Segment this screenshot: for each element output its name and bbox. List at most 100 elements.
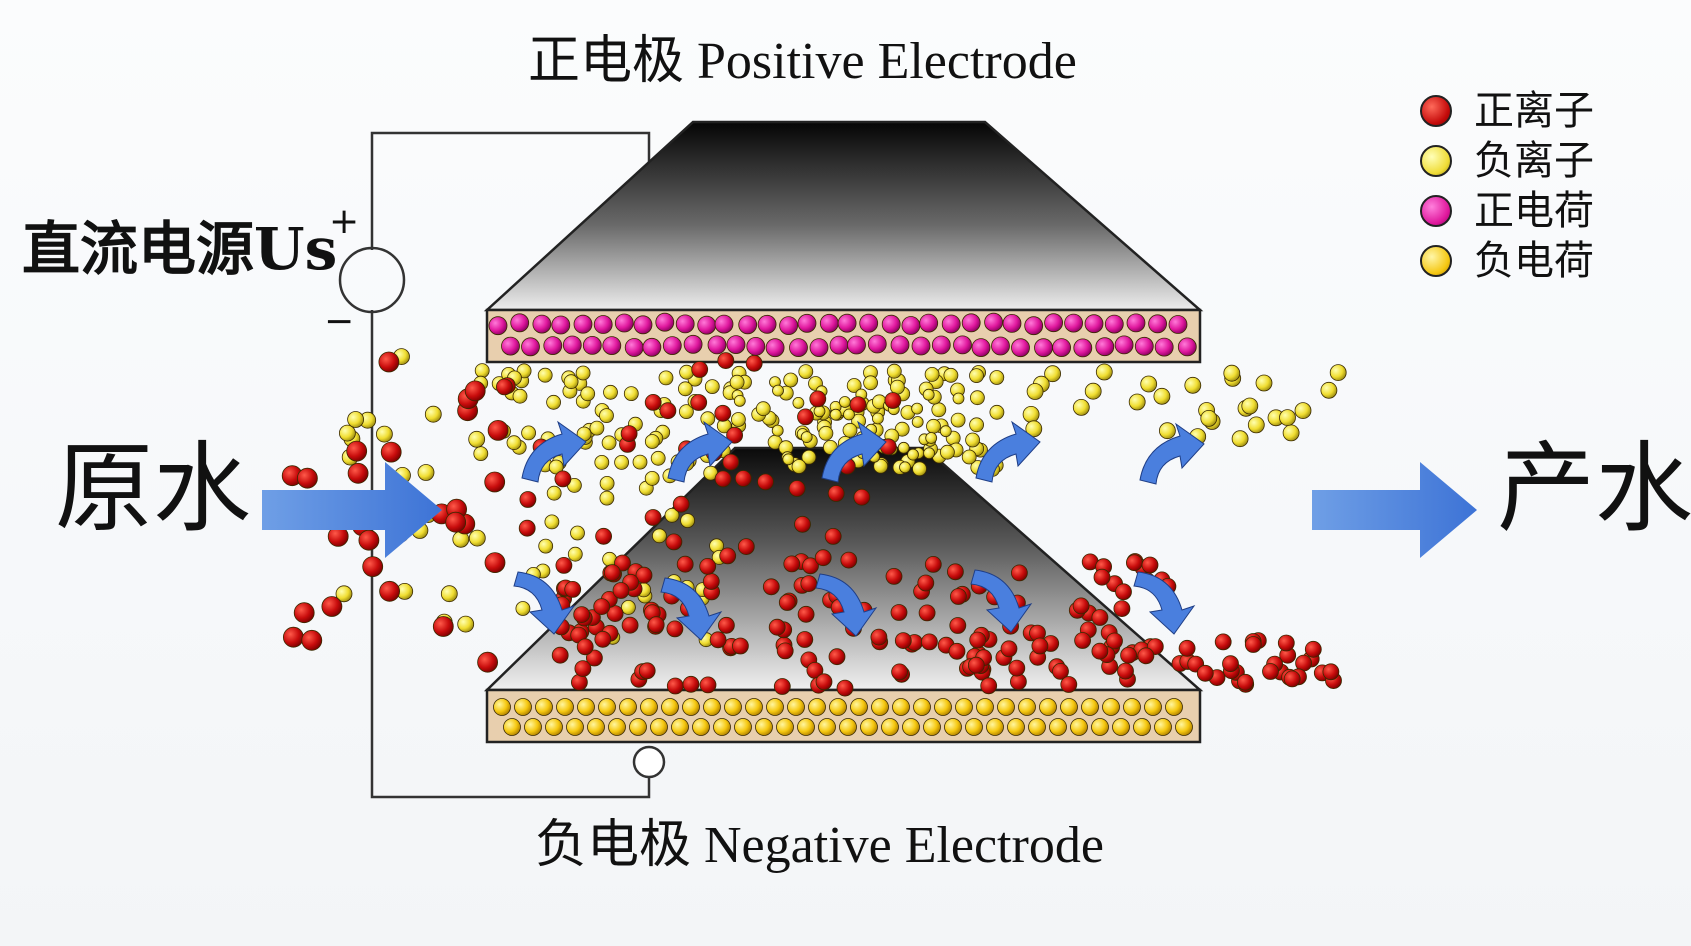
cation [1060, 676, 1078, 693]
anion [457, 615, 475, 633]
cation [737, 538, 755, 555]
positive-electrode [483, 120, 1204, 364]
anion [680, 513, 695, 528]
cation [606, 605, 624, 622]
anion [1320, 381, 1338, 399]
anion [601, 435, 617, 451]
cation [293, 602, 315, 624]
anion [839, 396, 851, 408]
negative-charge-swatch [1420, 245, 1452, 277]
anion [1025, 420, 1043, 438]
cation [635, 566, 653, 584]
legend-label: 负离子 [1474, 138, 1594, 184]
cation [555, 557, 573, 574]
negative-charge [1144, 698, 1162, 716]
positive-charge [1134, 336, 1154, 356]
negative-charge [650, 718, 668, 736]
cation [495, 378, 513, 396]
negative-charge [524, 718, 542, 736]
anion [506, 435, 522, 451]
anion [335, 585, 353, 603]
anion [926, 418, 941, 434]
positive-charge [624, 338, 644, 357]
positive-charge [1084, 314, 1104, 334]
inlet-flow-arrow [262, 462, 442, 558]
anion [733, 394, 746, 407]
anion [798, 364, 814, 380]
positive-charge [707, 335, 727, 355]
cation [576, 638, 594, 656]
cation [621, 616, 639, 634]
cation [282, 626, 304, 648]
cation [665, 533, 683, 551]
negative-electrode-label: 负电极 Negative Electrode [535, 817, 1104, 874]
anion [1200, 409, 1218, 427]
cation [1237, 673, 1254, 691]
positive-charge [1177, 337, 1197, 357]
anion [1231, 430, 1249, 448]
cation [603, 564, 621, 581]
positive-charge-layer [488, 312, 1197, 358]
positive-charge [941, 314, 961, 334]
legend-item-anion: 负离子 [1420, 136, 1594, 186]
negative-charge [1102, 698, 1120, 716]
positive-charge [919, 313, 939, 333]
anion [801, 449, 817, 465]
cation [1244, 636, 1262, 653]
cation [358, 529, 380, 551]
positive-charge [829, 335, 849, 355]
anion-swatch [1420, 145, 1452, 177]
positive-charge [573, 314, 593, 334]
positive-charge [532, 314, 552, 334]
cation [796, 631, 814, 648]
anion [863, 375, 878, 391]
cation [1117, 662, 1134, 680]
cation [672, 495, 690, 513]
anion [1022, 405, 1040, 423]
anion [347, 411, 365, 428]
anion [872, 412, 884, 425]
anion [846, 378, 862, 393]
negative-charge [997, 698, 1015, 716]
anion [950, 412, 966, 428]
anion [375, 425, 393, 443]
anion-migration-arrow [667, 420, 733, 483]
anion [594, 454, 610, 470]
positive-charge [1073, 338, 1093, 358]
dc-power-label: 直流电源Us [22, 215, 338, 283]
cation [980, 677, 998, 695]
cation [734, 470, 752, 487]
cation [676, 555, 694, 573]
anion [939, 425, 952, 438]
negative-charge [986, 718, 1004, 736]
negative-charge [766, 698, 784, 716]
anion [886, 363, 902, 379]
cation [362, 556, 384, 577]
cation [722, 453, 740, 471]
legend-label: 负电荷 [1474, 238, 1594, 284]
anion [515, 601, 531, 616]
cation [699, 676, 717, 694]
cation [574, 660, 592, 677]
anion [842, 422, 858, 438]
anion [1140, 375, 1158, 393]
negative-charge [692, 718, 710, 736]
cation-migration-arrow [970, 569, 1033, 633]
cation [950, 588, 967, 605]
cation [726, 426, 743, 444]
cation-migration-arrow [513, 571, 576, 635]
cation [1141, 556, 1159, 574]
positive-charge [991, 336, 1010, 356]
cation [947, 563, 964, 581]
cation [1011, 564, 1028, 582]
positive-charge [757, 314, 777, 334]
negative-charge [745, 698, 763, 716]
cation [1052, 663, 1069, 680]
positive-charge [521, 337, 540, 357]
anion [468, 529, 486, 547]
anion [603, 384, 618, 400]
positive-charge [1034, 338, 1053, 358]
cation [894, 632, 912, 649]
anion [537, 367, 553, 383]
cation [949, 617, 967, 634]
